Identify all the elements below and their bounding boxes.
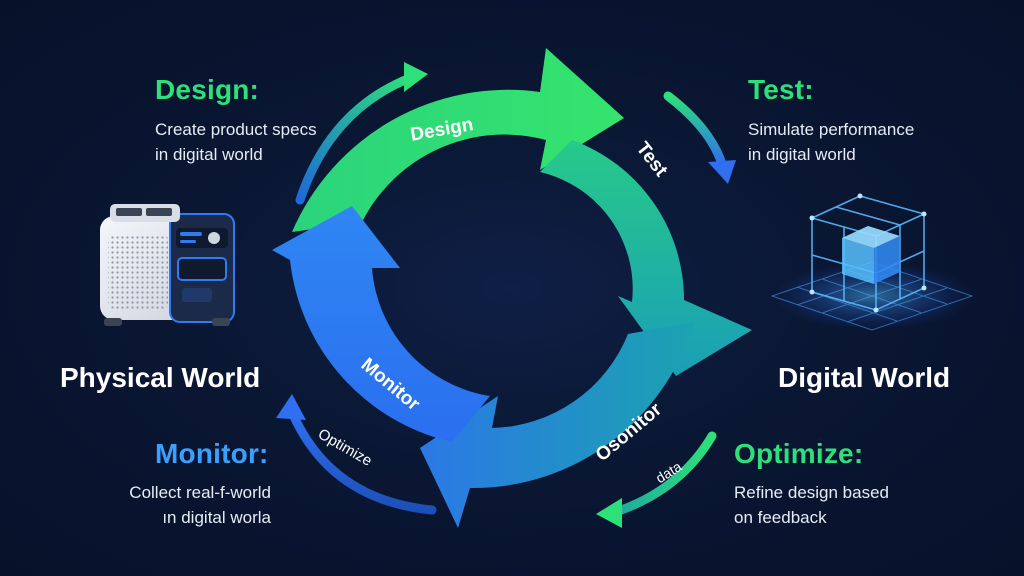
- digital-cube-icon: [770, 193, 974, 331]
- outer-arrowhead-top: [404, 62, 428, 92]
- monitor-heading: Monitor:: [155, 438, 269, 469]
- test-description-line2: in digital world: [748, 145, 856, 164]
- design-description-line1: Create product specs: [155, 120, 317, 139]
- outer-arrowhead-left: [276, 394, 306, 420]
- digital-world-label: Digital World: [778, 362, 951, 393]
- monitor-description-line2: ın digital worla: [162, 508, 271, 527]
- physical-device-icon: [100, 204, 235, 326]
- test-description: Simulate performance in digital world: [748, 117, 914, 167]
- design-heading: Design:: [155, 74, 260, 105]
- optimize-description: Refine design based on feedback: [734, 480, 889, 530]
- monitor-description-line1: Collect real‑f‑world: [129, 483, 271, 502]
- optimize-description-line1: Refine design based: [734, 483, 890, 502]
- outer-arrow-right: [663, 91, 727, 169]
- outer-arrow-left: [287, 407, 437, 515]
- cycle-arrow-design: [292, 48, 624, 232]
- cycle-label-test: Test: [632, 138, 672, 181]
- cycle-arrow-osonitor: [420, 322, 694, 528]
- optimize-heading: Optimize:: [734, 438, 864, 469]
- outer-arrow-top: [295, 73, 415, 205]
- outer-arrowhead-bottom: [596, 498, 622, 528]
- test-description-line1: Simulate performance: [748, 120, 915, 139]
- physical-world-label: Physical World: [60, 362, 261, 393]
- test-heading: Test:: [748, 74, 814, 105]
- cycle-arrow-monitor: [272, 206, 490, 442]
- design-description: Create product specs in digital world: [155, 117, 317, 167]
- outer-arrow-bottom: [611, 431, 717, 517]
- outer-arrowhead-right: [708, 160, 736, 184]
- monitor-description: Collect real‑f‑world ın digital worla: [100, 480, 271, 530]
- cycle-arrow-test: [540, 140, 752, 376]
- optimize-description-line2: on feedback: [734, 508, 827, 527]
- design-description-line2: in digital world: [155, 145, 263, 164]
